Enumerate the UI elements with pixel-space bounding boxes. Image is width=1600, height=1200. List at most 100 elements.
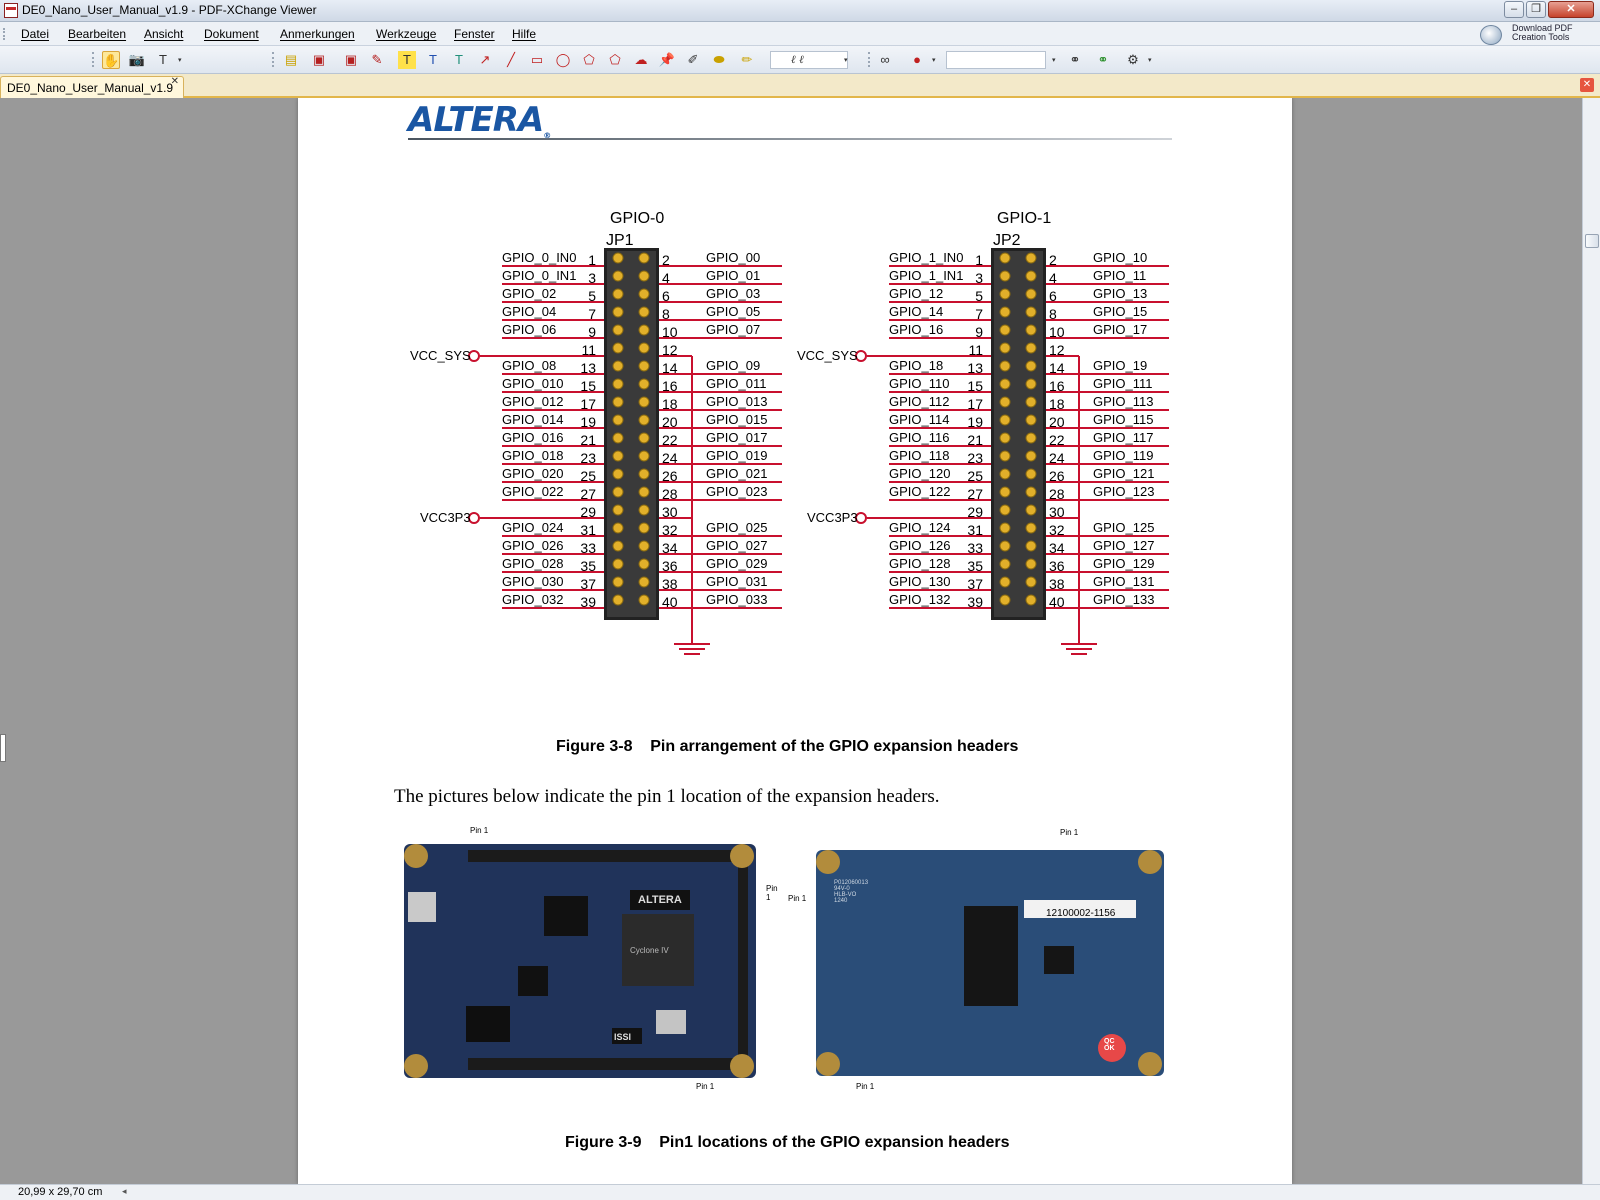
- line-icon[interactable]: ╱: [507, 52, 515, 67]
- header-pin: [612, 522, 624, 534]
- vertical-scrollbar[interactable]: [1582, 98, 1600, 1184]
- download-pdf-button[interactable]: Download PDF Creation Tools: [1480, 23, 1580, 45]
- close-document-icon[interactable]: ✕: [1580, 78, 1594, 92]
- typewriter-icon[interactable]: ✎: [371, 52, 383, 67]
- header-pin: [638, 522, 650, 534]
- signal-label: GPIO_117: [1093, 430, 1154, 445]
- cloud-icon[interactable]: ☁: [634, 52, 648, 67]
- menu-ansicht[interactable]: Ansicht: [144, 27, 184, 41]
- signal-label: GPIO_0_IN1: [502, 268, 577, 283]
- pin1-label: Pin 1: [1060, 828, 1079, 837]
- pin-number: 34: [662, 540, 678, 556]
- scrollbar-thumb[interactable]: [1585, 234, 1599, 248]
- rectangle-icon[interactable]: ▭: [530, 52, 544, 67]
- pin-number: 22: [662, 432, 678, 448]
- menu-hilfe[interactable]: Hilfe: [512, 27, 537, 41]
- signal-label: GPIO_131: [1093, 574, 1155, 589]
- close-tab-icon[interactable]: ✕: [170, 76, 179, 87]
- signal-label: GPIO_18: [889, 358, 944, 373]
- scroll-left-icon[interactable]: ◂: [122, 1186, 127, 1196]
- snapshot-icon[interactable]: 📷: [128, 52, 146, 67]
- signal-label: GPIO_032: [502, 592, 564, 607]
- menu-dokument[interactable]: Dokument: [204, 27, 259, 41]
- pin-number: 35: [967, 558, 983, 574]
- strikeout-icon[interactable]: T: [429, 52, 437, 67]
- pin-number: 39: [967, 594, 983, 610]
- header-title: GPIO-0: [610, 210, 665, 227]
- header-pin: [999, 576, 1011, 588]
- menu-fenster[interactable]: Fenster: [454, 27, 495, 41]
- figure-3-8-caption: Figure 3-8 Pin arrangement of the GPIO e…: [556, 738, 1019, 755]
- pin1-label: Pin 1: [696, 1082, 715, 1091]
- signal-label: GPIO_031: [706, 574, 768, 589]
- text-box-icon[interactable]: ▣: [312, 52, 326, 67]
- pin-diagram-svg: [855, 248, 1169, 655]
- dropdown-arrow-icon[interactable]: ▾: [1052, 57, 1056, 64]
- search-input[interactable]: [946, 51, 1046, 69]
- binoculars-icon[interactable]: ⚭: [1069, 52, 1081, 67]
- header-pin: [999, 270, 1011, 282]
- hand-tool-icon[interactable]: ✋: [102, 51, 120, 69]
- header-pin: [1025, 576, 1037, 588]
- highlighter-icon[interactable]: ✏: [741, 52, 753, 67]
- signal-label: GPIO_121: [1093, 466, 1155, 481]
- oval-icon[interactable]: ◯: [555, 52, 571, 67]
- polygon-icon[interactable]: ⬠: [583, 52, 595, 67]
- signal-label: GPIO_024: [502, 520, 564, 535]
- pencil-icon[interactable]: ✐: [687, 52, 699, 67]
- power-terminal: [468, 512, 480, 524]
- header-pin: [1025, 540, 1037, 552]
- pin-number: 31: [967, 522, 983, 538]
- eraser-icon[interactable]: ⬬: [713, 52, 725, 67]
- header-pin: [638, 450, 650, 462]
- dropdown-arrow-icon[interactable]: ▾: [1148, 57, 1152, 64]
- highlight-text-icon[interactable]: T: [398, 51, 416, 69]
- spell-check-icon[interactable]: ●: [913, 52, 921, 67]
- header-pin: [999, 324, 1011, 336]
- callout-icon[interactable]: ▣: [344, 52, 358, 67]
- signal-label: GPIO_011: [706, 376, 767, 391]
- pin-number: 14: [662, 360, 678, 376]
- menu-bearbeiten[interactable]: Bearbeiten: [68, 27, 127, 41]
- find-next-icon[interactable]: ⚭: [1097, 52, 1109, 67]
- underline-icon[interactable]: T: [455, 52, 463, 67]
- pin-icon[interactable]: 📌: [658, 52, 676, 67]
- signal-label: GPIO_128: [889, 556, 951, 571]
- minimize-button[interactable]: –: [1504, 1, 1524, 18]
- header-pin: [612, 360, 624, 372]
- pin-number: 37: [967, 576, 983, 592]
- dropdown-arrow-icon[interactable]: ▾: [932, 57, 936, 64]
- glasses-icon[interactable]: ∞: [880, 52, 890, 67]
- select-text-icon[interactable]: T: [159, 52, 167, 67]
- menu-anmerkungen[interactable]: Anmerkungen: [280, 27, 355, 41]
- pin-number: 26: [1049, 468, 1065, 484]
- header-pin: [612, 270, 624, 282]
- pin-number: 32: [1049, 522, 1065, 538]
- signature-field[interactable]: ℓ ℓ: [770, 51, 848, 69]
- signal-label: GPIO_11: [1093, 268, 1147, 283]
- board-front-image: [404, 844, 756, 1078]
- menu-datei[interactable]: Datei: [21, 27, 50, 41]
- header-pin: [999, 540, 1011, 552]
- signal-label: GPIO_12: [889, 286, 944, 301]
- polyline-icon[interactable]: ⬠: [609, 52, 621, 67]
- close-window-button[interactable]: ✕: [1548, 1, 1594, 18]
- menu-werkzeuge[interactable]: Werkzeuge: [376, 27, 437, 41]
- side-panel-handle[interactable]: [0, 734, 6, 762]
- pin-number: 40: [1049, 594, 1065, 610]
- dropdown-arrow-icon[interactable]: ▾: [178, 57, 182, 64]
- pin-number: 6: [662, 288, 670, 304]
- properties-icon[interactable]: ⚙: [1127, 52, 1139, 67]
- sticky-note-icon[interactable]: ▤: [284, 52, 298, 67]
- pin-number: 1: [588, 252, 596, 268]
- dropdown-arrow-icon[interactable]: ▾: [844, 57, 848, 64]
- restore-button[interactable]: ❐: [1526, 1, 1546, 18]
- arrow-icon[interactable]: ↗: [479, 52, 491, 67]
- document-tab[interactable]: DE0_Nano_User_Manual_v1.9 ✕: [0, 76, 184, 98]
- pin-number: 1: [975, 252, 983, 268]
- signal-label: GPIO_0_IN0: [502, 250, 577, 265]
- altera-logo: ALTERA®: [408, 100, 551, 140]
- pin-number: 30: [662, 504, 678, 520]
